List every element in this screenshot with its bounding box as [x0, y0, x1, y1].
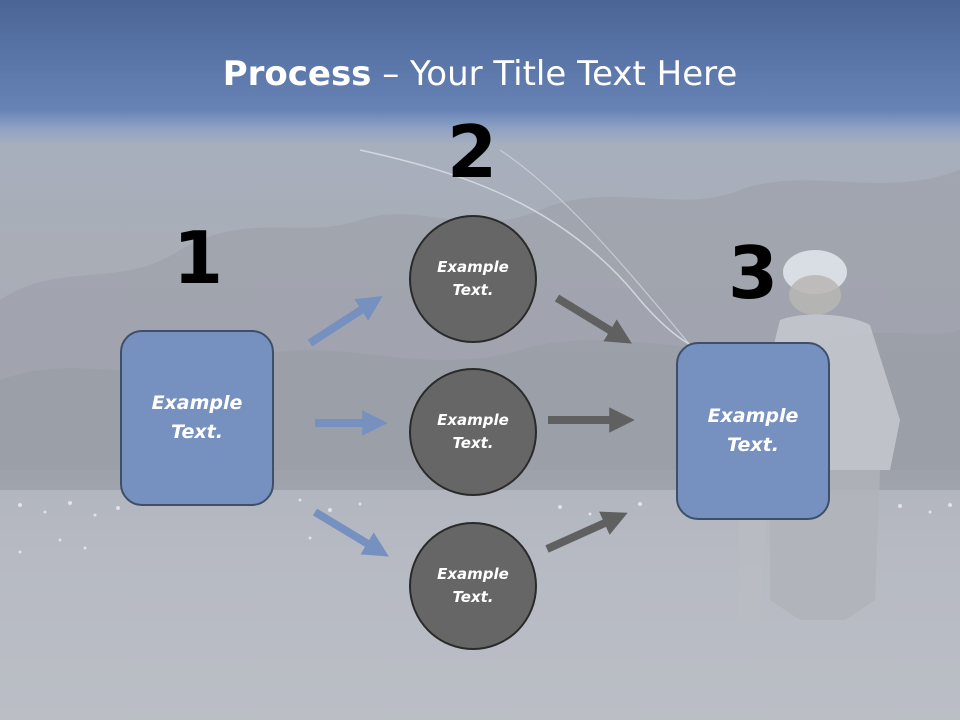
- step-1-box: Example Text.: [120, 330, 274, 506]
- step-2-circle-top-text: Example Text.: [437, 258, 509, 299]
- step-2-circle-top: Example Text.: [409, 215, 537, 343]
- title-rest: – Your Title Text Here: [371, 54, 738, 94]
- step-2-circle-bottom-text: Example Text.: [437, 565, 509, 606]
- step-3-box-text: Example Text.: [707, 405, 799, 456]
- step-1-box-text: Example Text.: [151, 392, 243, 443]
- step-2-circle-middle-text: Example Text.: [437, 411, 509, 452]
- step-2-circle-middle: Example Text.: [409, 368, 537, 496]
- step-number-3: 3: [727, 231, 779, 315]
- slide-title: Process – Your Title Text Here: [0, 52, 960, 96]
- title-bold: Process: [222, 54, 372, 94]
- step-number-2: 2: [446, 110, 498, 194]
- step-2-circle-bottom: Example Text.: [409, 522, 537, 650]
- step-number-1: 1: [172, 216, 224, 300]
- step-3-box: Example Text.: [676, 342, 830, 520]
